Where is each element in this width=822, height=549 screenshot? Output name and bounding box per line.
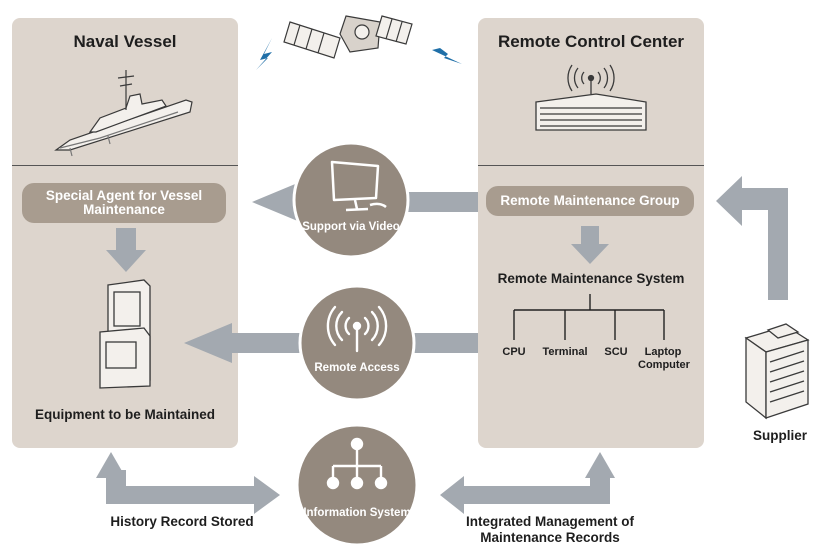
component-scu: SCU	[604, 346, 628, 358]
machine-icon	[99, 279, 151, 389]
network-tree-icon	[326, 437, 388, 490]
left-divider	[12, 165, 238, 166]
building-icon	[744, 323, 810, 420]
integrated-management-label: Integrated Management of Maintenance Rec…	[465, 514, 635, 545]
supplier-arrow	[716, 176, 788, 300]
lightning-icon	[424, 36, 462, 64]
left-down-arrow	[106, 228, 146, 272]
history-record-label: History Record Stored	[110, 514, 254, 529]
supplier-label: Supplier	[752, 428, 807, 443]
right-down-arrow	[571, 226, 609, 264]
component-terminal: Terminal	[542, 346, 588, 358]
wireless-icon	[326, 305, 388, 353]
info-hub-label: Information System	[303, 507, 411, 519]
special-agent-label: Special Agent for Vessel Maintenance	[45, 187, 203, 217]
access-hub-label: Remote Access	[314, 362, 400, 374]
component-cpu: CPU	[502, 346, 526, 358]
monitor-icon	[330, 160, 387, 212]
remote-control-center-title: Remote Control Center	[497, 32, 685, 51]
history-arrow	[106, 476, 280, 514]
integrated-arrow	[440, 476, 610, 514]
remote-maintenance-group-pill: Remote Maintenance Group	[486, 186, 694, 216]
broadcast-building-icon	[535, 64, 647, 131]
lightning-icon	[256, 38, 272, 70]
right-divider	[478, 165, 704, 166]
naval-vessel-title: Naval Vessel	[73, 32, 177, 51]
ship-icon	[54, 70, 193, 157]
special-agent-pill: Special Agent for Vessel Maintenance	[22, 183, 226, 223]
video-hub-label: Support via Video	[302, 221, 400, 233]
satellite-icon	[283, 15, 413, 59]
system-tree-lines	[513, 294, 665, 340]
remote-maintenance-group-label: Remote Maintenance Group	[500, 192, 680, 208]
remote-maintenance-system-label: Remote Maintenance System	[497, 271, 685, 286]
component-laptop-computer: Laptop Computer	[638, 346, 690, 371]
equipment-label: Equipment to be Maintained	[34, 407, 215, 422]
